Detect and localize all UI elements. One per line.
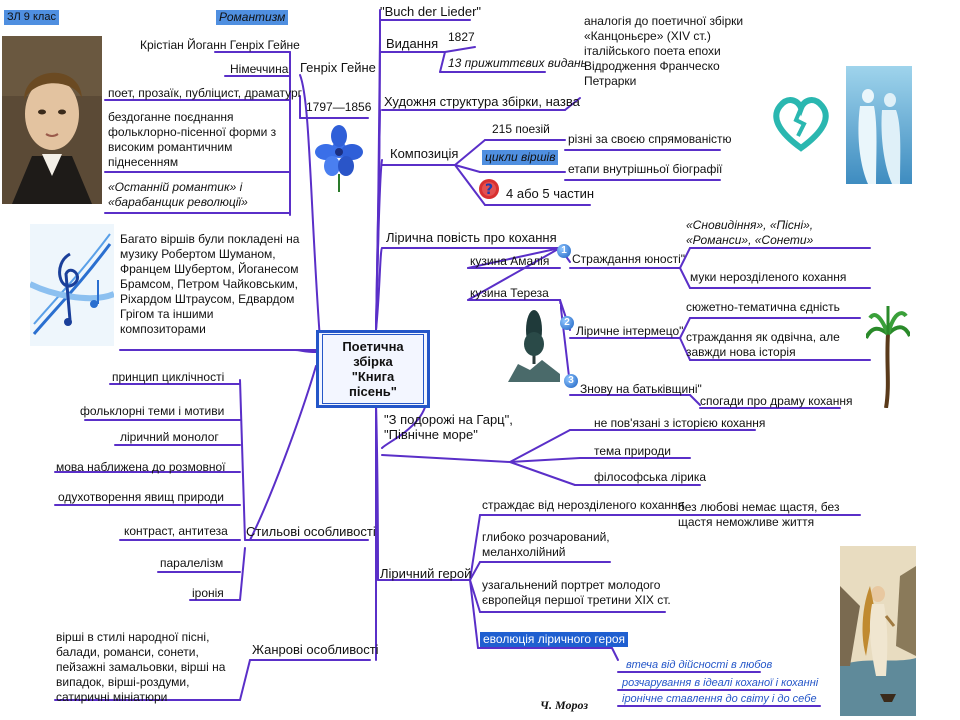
heine-epithet: «Останній романтик» і «барабанщик револю… <box>108 180 248 209</box>
composition-parts: 4 або 5 частин <box>506 186 595 201</box>
genre-features-label: Жанрові особливості <box>252 642 379 657</box>
broken-heart-icon <box>770 92 832 154</box>
composition-poems: 215 поезій <box>492 122 550 136</box>
cycle-1-subtitles: «Сновидіння», «Пісні», «Романси», «Сонет… <box>686 218 814 247</box>
composition-label: Композиція <box>390 146 459 161</box>
central-topic-line1: Поетична збірка <box>342 339 404 369</box>
canzoniere-analogy: аналогія до поетичної збірки «Канцоньєре… <box>584 14 744 88</box>
harz-north-sea-label: "З подорожі на Гарц", "Північне море" <box>384 412 513 442</box>
music-composers-note: Багато віршів були покладені на музику Р… <box>120 232 300 336</box>
heine-years: 1797—1856 <box>306 100 372 114</box>
heine-roles: поет, прозаїк, публіцист, драматург <box>108 86 303 100</box>
hero-evolution-2: розчарування в ідеалі коханої і коханні <box>622 677 819 689</box>
cycle-2-number-icon: 2 <box>560 316 574 330</box>
heine-full-name: Крістіан Йоганн Генріх Гейне <box>140 38 300 52</box>
hero-suffers: страждає від нерозділеного кохання <box>482 498 685 512</box>
cousin-teresa: кузина Тереза <box>470 286 549 300</box>
lyric-hero-label: Ліричний герой <box>380 566 472 581</box>
editions-label: Видання <box>386 36 439 51</box>
hero-portrait: узагальнений портрет молодого європейця … <box>482 578 671 607</box>
heine-portrait-image <box>2 36 102 204</box>
heine-title: Генріх Гейне <box>300 60 376 75</box>
harz-nature: тема природи <box>594 444 671 458</box>
question-mark-icon: ? <box>478 178 500 200</box>
editions-count: 13 прижиттєвих видань <box>448 56 587 70</box>
hero-evolution-1: втеча від дійсності в любов <box>626 659 773 671</box>
cycle-1-label: Страждання юності" <box>572 252 686 266</box>
hero-disappointed: глибоко розчарований, меланхолійний <box>482 530 610 559</box>
composition-cycles: цикли віршів <box>482 150 559 165</box>
style-nature: одухотворення явищ природи <box>58 490 224 504</box>
music-notes-image <box>30 224 114 346</box>
style-speech: мова наближена до розмовної <box>56 460 226 474</box>
cycle-1-description: муки нерозділеного кохання <box>690 270 847 284</box>
style-features-label: Стильові особливості <box>246 524 376 539</box>
hero-evolution-3: іронічне ставлення до світу і до себе <box>622 693 817 705</box>
composition-orientation: різні за своєю спрямованістю <box>568 132 732 146</box>
cycle-2-label: Ліричне інтермецо" <box>576 324 684 338</box>
class-label: ЗЛ 9 клас <box>4 10 59 25</box>
style-monologue: ліричний монолог <box>120 430 219 444</box>
cycle-1-number-icon: 1 <box>557 244 571 258</box>
style-contrast: контраст, антитеза <box>124 524 228 538</box>
romanticism-label: Романтизм <box>216 10 289 25</box>
buch-der-lieder-label: "Buch der Lieder" <box>380 4 482 19</box>
hero-no-love: без любові немає щастя, без щастя неможл… <box>678 500 840 529</box>
style-folklore: фольклорні теми і мотиви <box>80 404 225 418</box>
lyric-story-label: Лірична повість про кохання <box>386 230 557 245</box>
svg-text:?: ? <box>485 182 493 198</box>
hero-evolution: еволюція ліричного героя <box>480 632 629 647</box>
heine-country: Німеччина <box>230 62 289 76</box>
style-cyclicity: принцип циклічності <box>112 370 225 384</box>
structure-label: Художня структура збірки, назва <box>384 94 580 109</box>
cousin-amalia: кузина Амалія <box>470 254 550 268</box>
harz-not-love: не пов'язані з історією кохання <box>594 416 766 430</box>
blue-flower-image <box>314 124 364 194</box>
cycle-3-label: Знову на батьківщині" <box>580 382 702 396</box>
style-parallelism: паралелізм <box>160 556 224 570</box>
palm-tree-image <box>866 304 910 408</box>
rock-tree-image <box>508 304 560 382</box>
cycle-2-unity: сюжетно-тематична єдність <box>686 300 840 314</box>
central-topic-line2: "Книга пісень" <box>349 369 397 399</box>
cycle-3-number-icon: 3 <box>564 374 578 388</box>
genre-features-text: вірші в стилі народної пісні, балади, ро… <box>56 630 226 704</box>
harz-philosophy: філософська лірика <box>594 470 707 484</box>
lorelei-painting-image <box>840 546 916 716</box>
ghost-figures-image <box>846 66 912 184</box>
style-irony: іронія <box>192 586 224 600</box>
cycle-3-description: спогади про драму кохання <box>700 394 853 408</box>
editions-year: 1827 <box>448 30 475 44</box>
author-signature: Ч. Мороз <box>540 698 588 712</box>
cycle-2-eternal: страждання як одвічна, але завжди нова і… <box>686 330 840 359</box>
heine-style: бездоганне поєднання фольклорно-пісенної… <box>108 110 277 169</box>
central-topic-node: Поетична збірка "Книга пісень" <box>316 330 430 408</box>
composition-stages: етапи внутрішньої біографії <box>568 162 723 176</box>
